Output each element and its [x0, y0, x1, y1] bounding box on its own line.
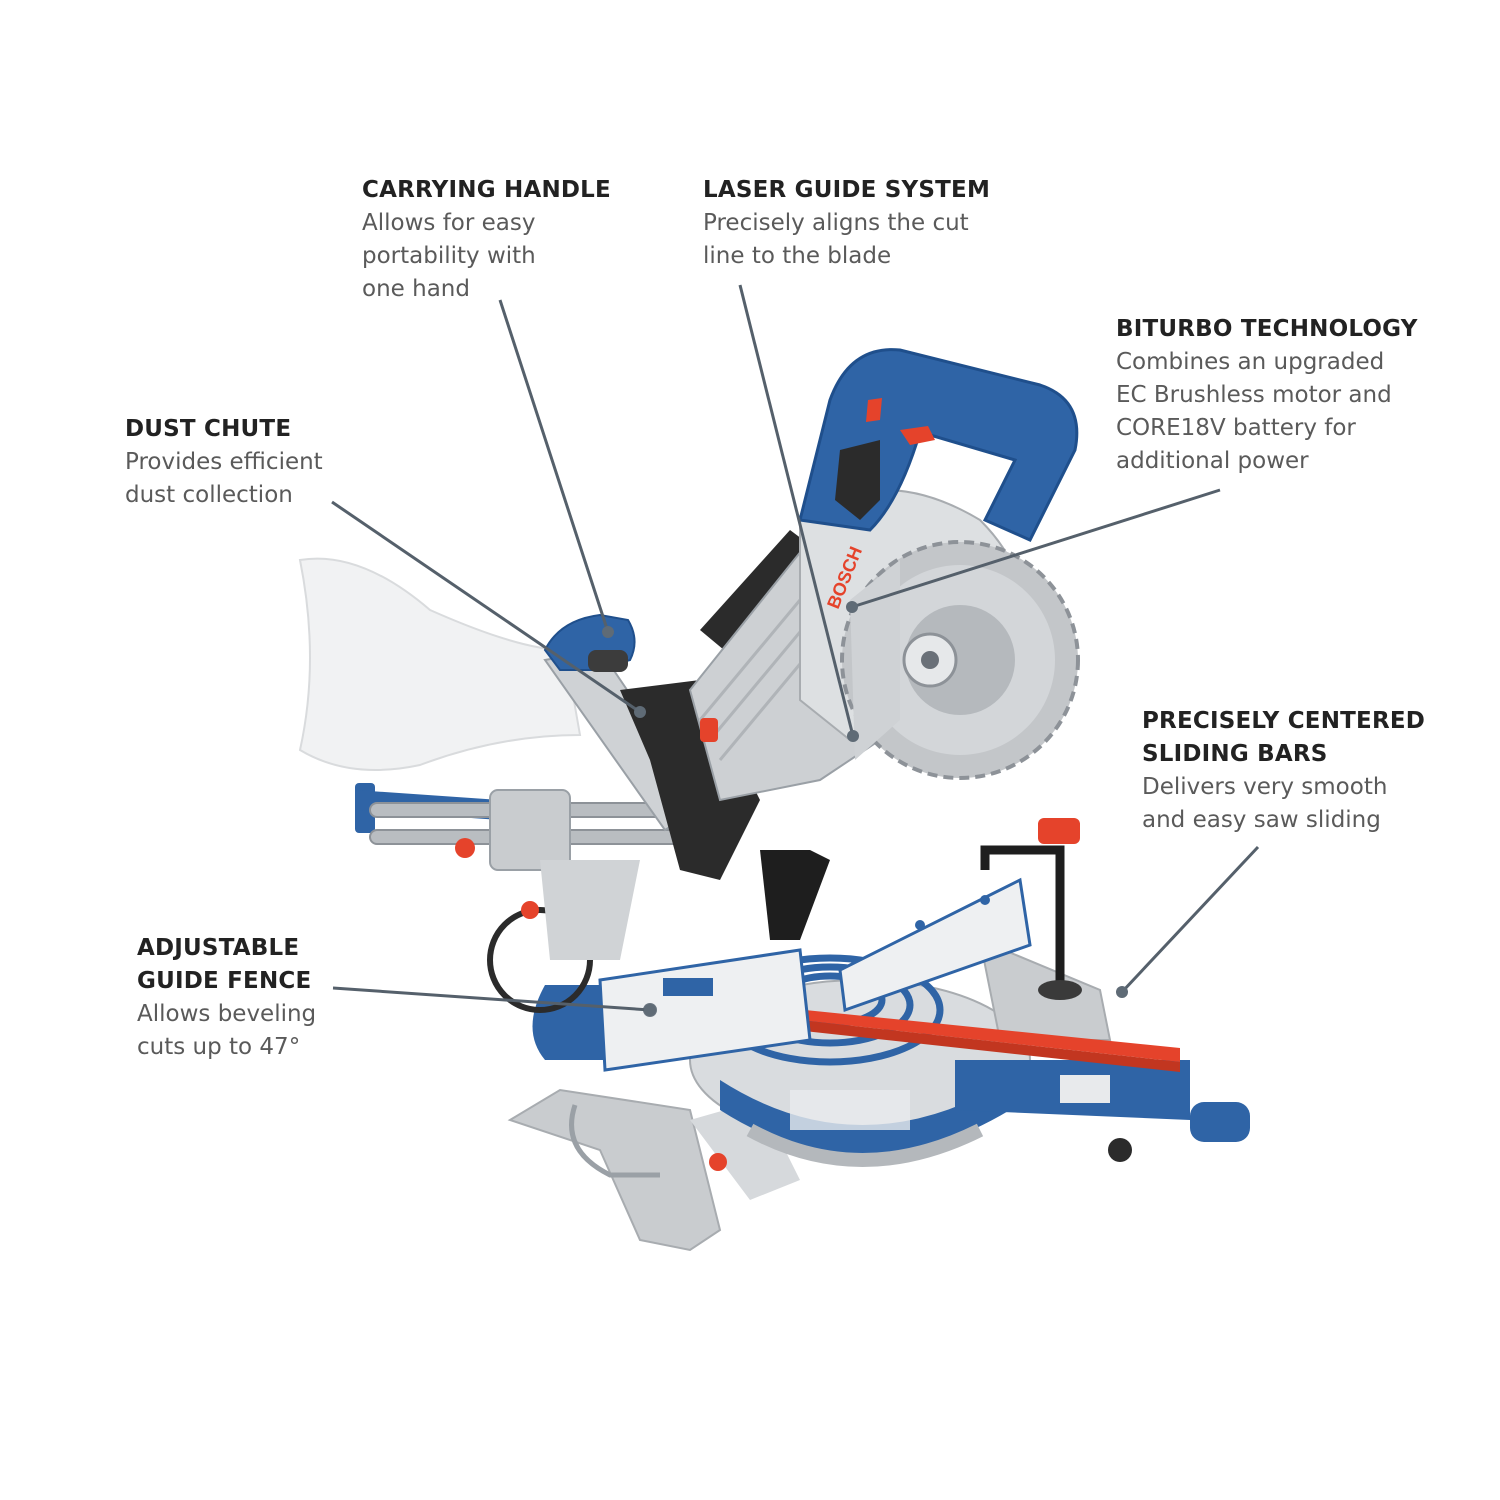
- callout-title: ADJUSTABLE GUIDE FENCE: [137, 935, 312, 994]
- callout-description: Provides efficient dust collection: [125, 449, 323, 508]
- saw-blade: [840, 540, 1080, 780]
- miter-handle-icon: [1190, 1102, 1250, 1142]
- callout-dust-chute: DUST CHUTE Provides efficient dust colle…: [125, 413, 323, 512]
- dust-bag: [298, 557, 582, 771]
- battery-cover-icon: [835, 440, 880, 520]
- callout-dot-dust-chute: [634, 706, 646, 718]
- callout-description: Allows beveling cuts up to 47°: [137, 1001, 317, 1060]
- callout-adjustable-guide-fence: ADJUSTABLE GUIDE FENCE Allows beveling c…: [137, 932, 316, 1064]
- leader-line-carrying-handle: [498, 299, 610, 633]
- leader-line-dust-chute: [331, 500, 641, 714]
- callout-carrying-handle: CARRYING HANDLE Allows for easy portabil…: [362, 174, 611, 306]
- hold-down-clamp: [980, 818, 1082, 1000]
- callout-title: LASER GUIDE SYSTEM: [703, 177, 991, 203]
- callout-biturbo-technology: BITURBO TECHNOLOGY Combines an upgraded …: [1116, 313, 1418, 478]
- sliding-rails: [355, 783, 691, 960]
- callout-description: Allows for easy portability with one han…: [362, 210, 536, 302]
- callout-title: DUST CHUTE: [125, 416, 292, 442]
- callout-dot-carrying-handle: [602, 626, 614, 638]
- warning-label: [790, 1090, 910, 1130]
- trigger-icon: [900, 426, 935, 445]
- callout-title: CARRYING HANDLE: [362, 177, 611, 203]
- leader-line-sliding-bars: [1120, 845, 1260, 994]
- callout-dot-biturbo: [846, 601, 858, 613]
- kerf-strip: [800, 1010, 1180, 1062]
- callout-title: BITURBO TECHNOLOGY: [1116, 316, 1418, 342]
- leader-line-biturbo: [851, 488, 1221, 609]
- callout-laser-guide-system: LASER GUIDE SYSTEM Precisely aligns the …: [703, 174, 990, 273]
- saw-base: [507, 938, 1250, 1252]
- callout-description: Delivers very smooth and easy saw slidin…: [1142, 774, 1388, 833]
- callout-description: Precisely aligns the cut line to the bla…: [703, 210, 969, 269]
- callout-precisely-centered-sliding-bars: PRECISELY CENTERED SLIDING BARS Delivers…: [1142, 705, 1425, 837]
- callout-dot-guide-fence: [644, 1004, 656, 1016]
- base-lock-knob-icon: [709, 1153, 727, 1171]
- callout-title: PRECISELY CENTERED SLIDING BARS: [1142, 708, 1426, 767]
- callout-dot-laser-guide: [847, 730, 859, 742]
- saw-head: BOSCH: [543, 348, 1080, 940]
- callout-dot-sliding-bars: [1116, 986, 1128, 998]
- callout-description: Combines an upgraded EC Brushless motor …: [1116, 349, 1392, 474]
- leader-line-laser-guide: [738, 284, 855, 737]
- leader-line-guide-fence: [332, 986, 651, 1012]
